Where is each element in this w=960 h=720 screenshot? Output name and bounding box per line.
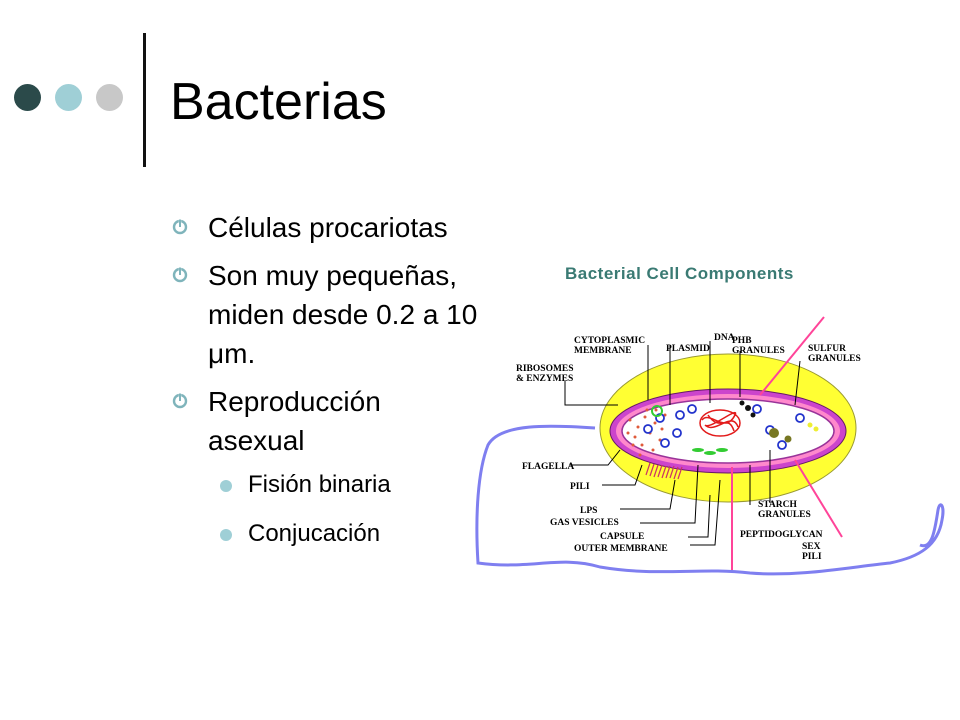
decorative-dots <box>14 84 124 114</box>
bullet-text: Reproducción asexual <box>208 386 381 456</box>
pointer-lines <box>564 341 801 546</box>
plasmid-green <box>651 405 663 417</box>
sex-pilus <box>759 316 825 396</box>
sub-bullet-item: Fisión binaria <box>170 469 510 501</box>
title-divider <box>143 33 146 167</box>
label-sex-pili: PILI <box>802 552 822 562</box>
label-phb: PHB <box>732 336 752 346</box>
label-pili: PILI <box>570 482 590 492</box>
label-ribosomes: RIBOSOMES <box>516 364 574 374</box>
bullet-item: Reproducción asexual <box>170 382 448 460</box>
label-cytoplasmic: CYTOPLASMIC <box>574 336 645 346</box>
dot-gray <box>96 84 123 111</box>
label-flagella: FLAGELLA <box>522 462 574 472</box>
pili-strands <box>645 462 683 480</box>
label-sex: SEX <box>802 542 821 552</box>
label-lps: LPS <box>580 506 597 516</box>
cytoplasm <box>621 398 835 464</box>
bullet-list: Células procariotas Son muy pequeñas, mi… <box>170 208 510 567</box>
label-gas-vesicles: GAS VESICLES <box>550 518 619 528</box>
dot-dark <box>14 84 41 111</box>
diagram-title: Bacterial Cell Components <box>565 264 794 283</box>
label-starch-granules: GRANULES <box>758 510 811 520</box>
label-starch: STARCH <box>758 500 797 510</box>
label-capsule: CAPSULE <box>600 532 644 542</box>
ribosomes <box>626 408 667 457</box>
bullet-icon <box>172 393 188 409</box>
sub-bullet-text: Conjucación <box>248 520 381 547</box>
label-sulfur: SULFUR <box>808 344 846 354</box>
bullet-text: Células procariotas <box>208 212 448 243</box>
sex-pilus <box>794 459 843 538</box>
bacterial-cell-diagram: CYTOPLASMIC MEMBRANE PLASMID DNA PHB GRA… <box>475 316 945 576</box>
bullet-item: Son muy pequeñas, miden desde 0.2 a 10 μ… <box>170 256 498 373</box>
label-outer-membrane: OUTER MEMBRANE <box>574 544 668 554</box>
label-sulfur-granules: GRANULES <box>808 354 861 364</box>
slide-title: Bacterias <box>170 73 387 131</box>
label-membrane: MEMBRANE <box>574 346 632 356</box>
sub-bullet-text: Fisión binaria <box>248 471 391 498</box>
label-dna: DNA <box>714 333 735 343</box>
gas-vesicles <box>692 448 728 455</box>
bullet-icon <box>172 219 188 235</box>
bullet-text: Son muy pequeñas, miden desde 0.2 a 10 μ… <box>208 260 478 369</box>
bullet-item: Células procariotas <box>170 208 510 247</box>
bullet-icon <box>172 267 188 283</box>
flagellum <box>475 424 945 576</box>
sub-bullet-dot <box>220 529 232 541</box>
sub-bullet-item: Conjucación <box>170 518 510 550</box>
label-peptidoglycan: PEPTIDOGLYCAN <box>740 530 823 540</box>
sub-bullet-dot <box>220 480 232 492</box>
granules <box>739 400 819 443</box>
label-phb-granules: GRANULES <box>732 346 785 356</box>
dna-tangle <box>699 409 741 437</box>
dot-teal <box>55 84 82 111</box>
label-enzymes: & ENZYMES <box>516 374 573 384</box>
label-plasmid: PLASMID <box>666 344 710 354</box>
